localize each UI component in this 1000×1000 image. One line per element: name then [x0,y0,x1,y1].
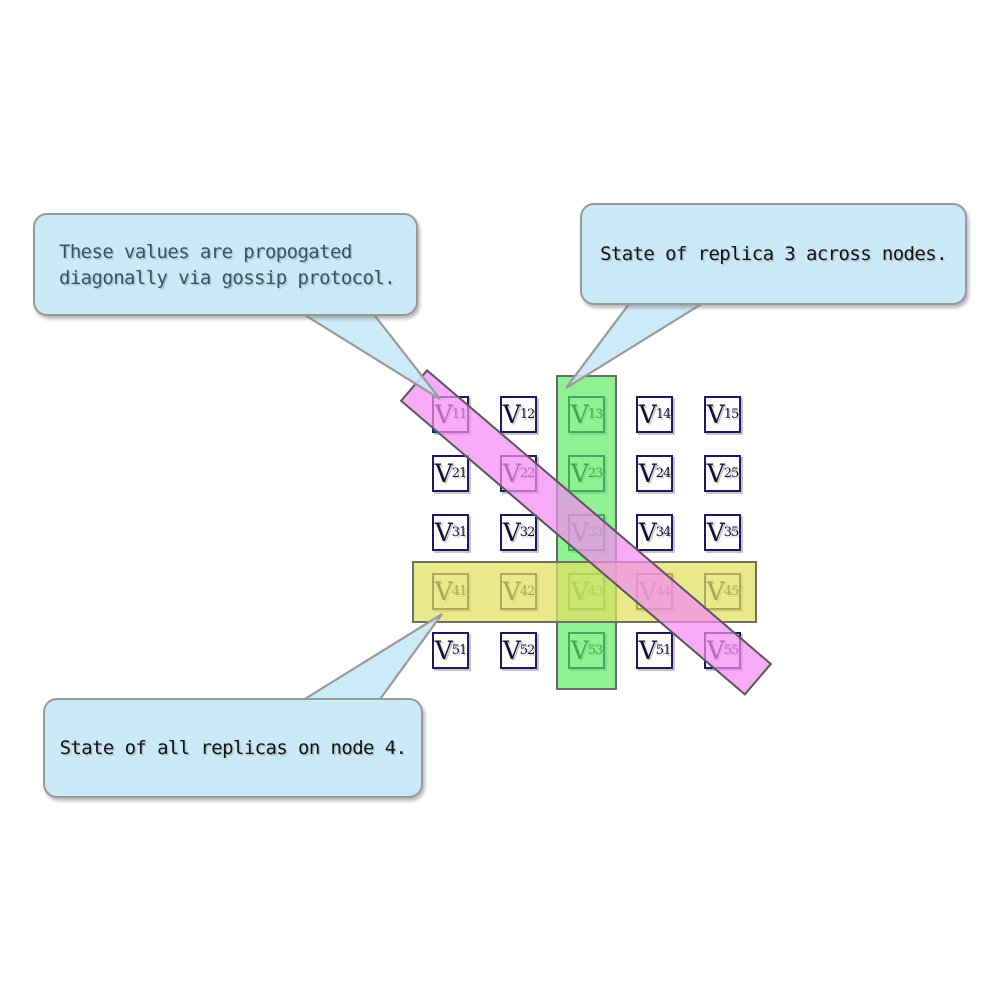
cell-subscript: 25 [723,466,740,481]
node-callout-tail [296,613,443,704]
replica-callout: State of replica 3 across nodes. [580,203,967,305]
cell-base: V [706,400,725,429]
cell-base: V [638,400,657,429]
cell-base: V [502,400,521,429]
cell-base: V [434,636,453,665]
cell-subscript: 52 [519,643,536,658]
cell-base: V [638,459,657,488]
cell-subscript: 12 [519,407,536,422]
gossip-callout-line1: These values are propogated [59,240,352,263]
cell-base: V [434,518,453,547]
cell-subscript: 21 [451,466,468,481]
cell-base: V [706,459,725,488]
cell-base: V [502,636,521,665]
replica-callout-text: State of replica 3 across nodes. [600,243,947,265]
cell-subscript: 32 [519,525,536,540]
cell-subscript: 31 [451,525,468,540]
gossip-callout-text: These values are propogated diagonally v… [59,239,396,291]
cell-base: V [502,518,521,547]
cell-subscript: 35 [723,525,740,540]
cell-base: V [638,636,657,665]
cell-base: V [638,518,657,547]
cell-subscript: 51 [655,643,672,658]
cell-subscript: 24 [655,466,672,481]
node-callout: State of all replicas on node 4. [43,698,423,798]
cell-subscript: 15 [723,407,740,422]
node-callout-text: State of all replicas on node 4. [59,737,407,759]
cell-subscript: 51 [451,643,468,658]
cell-subscript: 34 [655,525,672,540]
cell-subscript: 14 [655,407,672,422]
gossip-callout: These values are propogated diagonally v… [33,213,418,316]
gossip-callout-line2: diagonally via gossip protocol. [59,266,396,289]
cell-base: V [434,459,453,488]
cell-base: V [706,518,725,547]
